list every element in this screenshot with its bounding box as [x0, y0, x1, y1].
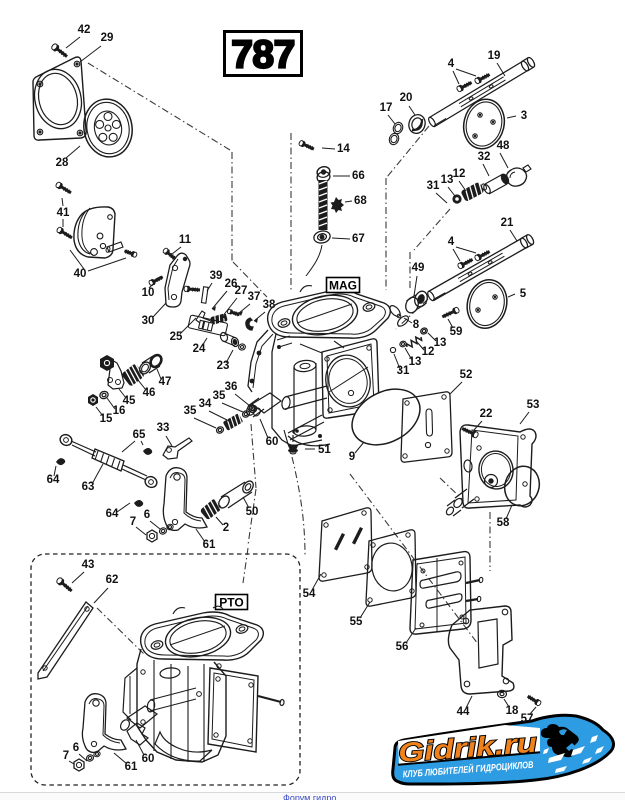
svg-text:60: 60	[266, 436, 279, 448]
svg-text:Форум гидро: Форум гидро	[283, 793, 336, 800]
svg-text:62: 62	[106, 574, 119, 586]
svg-text:55: 55	[350, 616, 363, 628]
svg-text:52: 52	[460, 369, 473, 381]
svg-text:4: 4	[448, 236, 455, 248]
svg-text:787: 787	[231, 34, 295, 77]
svg-text:21: 21	[501, 217, 514, 229]
svg-text:35: 35	[213, 390, 226, 402]
svg-text:2: 2	[223, 522, 229, 534]
svg-text:64: 64	[106, 508, 119, 520]
svg-text:23: 23	[217, 360, 230, 372]
svg-text:22: 22	[480, 408, 493, 420]
svg-text:20: 20	[400, 92, 413, 104]
svg-text:8: 8	[413, 319, 420, 331]
svg-text:63: 63	[82, 481, 95, 493]
svg-text:34: 34	[199, 398, 212, 410]
svg-text:4: 4	[448, 58, 455, 70]
svg-text:37: 37	[248, 291, 261, 303]
svg-text:41: 41	[57, 207, 70, 219]
svg-text:7: 7	[63, 750, 69, 762]
svg-text:17: 17	[380, 102, 393, 114]
svg-text:31: 31	[427, 180, 440, 192]
svg-text:29: 29	[101, 32, 114, 44]
svg-text:6: 6	[73, 742, 79, 754]
svg-text:7: 7	[130, 516, 136, 528]
svg-text:58: 58	[497, 517, 510, 529]
svg-text:66: 66	[352, 170, 365, 182]
svg-text:14: 14	[337, 143, 350, 155]
svg-text:3: 3	[521, 110, 527, 122]
svg-text:12: 12	[422, 346, 435, 358]
svg-text:PTO: PTO	[219, 596, 243, 610]
svg-text:42: 42	[78, 24, 91, 36]
svg-text:19: 19	[488, 50, 501, 62]
svg-text:60: 60	[142, 753, 155, 765]
svg-text:56: 56	[396, 641, 409, 653]
svg-text:51: 51	[318, 444, 331, 456]
svg-text:12: 12	[453, 168, 466, 180]
svg-text:16: 16	[113, 405, 126, 417]
svg-text:57: 57	[521, 713, 534, 725]
svg-text:43: 43	[82, 559, 95, 571]
svg-text:13: 13	[441, 174, 454, 186]
svg-text:9: 9	[349, 451, 355, 463]
svg-text:35: 35	[184, 405, 197, 417]
svg-text:6: 6	[144, 509, 150, 521]
svg-text:33: 33	[157, 422, 170, 434]
svg-text:38: 38	[263, 299, 276, 311]
svg-text:65: 65	[133, 429, 146, 441]
svg-text:30: 30	[142, 315, 155, 327]
svg-text:61: 61	[203, 539, 216, 551]
svg-text:26: 26	[225, 278, 238, 290]
svg-text:50: 50	[246, 506, 259, 518]
svg-text:24: 24	[193, 343, 206, 355]
svg-text:39: 39	[210, 270, 223, 282]
svg-text:MAG: MAG	[329, 279, 357, 293]
svg-text:53: 53	[527, 399, 540, 411]
svg-text:47: 47	[159, 376, 172, 388]
svg-text:61: 61	[125, 761, 138, 773]
svg-text:64: 64	[47, 474, 60, 486]
svg-text:10: 10	[142, 287, 155, 299]
svg-text:5: 5	[520, 288, 527, 300]
svg-text:27: 27	[235, 285, 248, 297]
svg-text:25: 25	[170, 331, 183, 343]
svg-text:36: 36	[225, 381, 238, 393]
svg-text:40: 40	[74, 268, 87, 280]
svg-text:18: 18	[506, 705, 519, 717]
svg-text:54: 54	[303, 588, 316, 600]
svg-text:44: 44	[457, 706, 470, 718]
svg-text:49: 49	[412, 262, 425, 274]
svg-text:32: 32	[478, 151, 491, 163]
svg-text:11: 11	[179, 234, 192, 246]
svg-text:59: 59	[450, 326, 463, 338]
svg-text:13: 13	[434, 337, 447, 349]
svg-text:48: 48	[497, 140, 510, 152]
svg-text:67: 67	[352, 233, 365, 245]
svg-text:68: 68	[354, 195, 367, 207]
svg-text:28: 28	[56, 157, 69, 169]
